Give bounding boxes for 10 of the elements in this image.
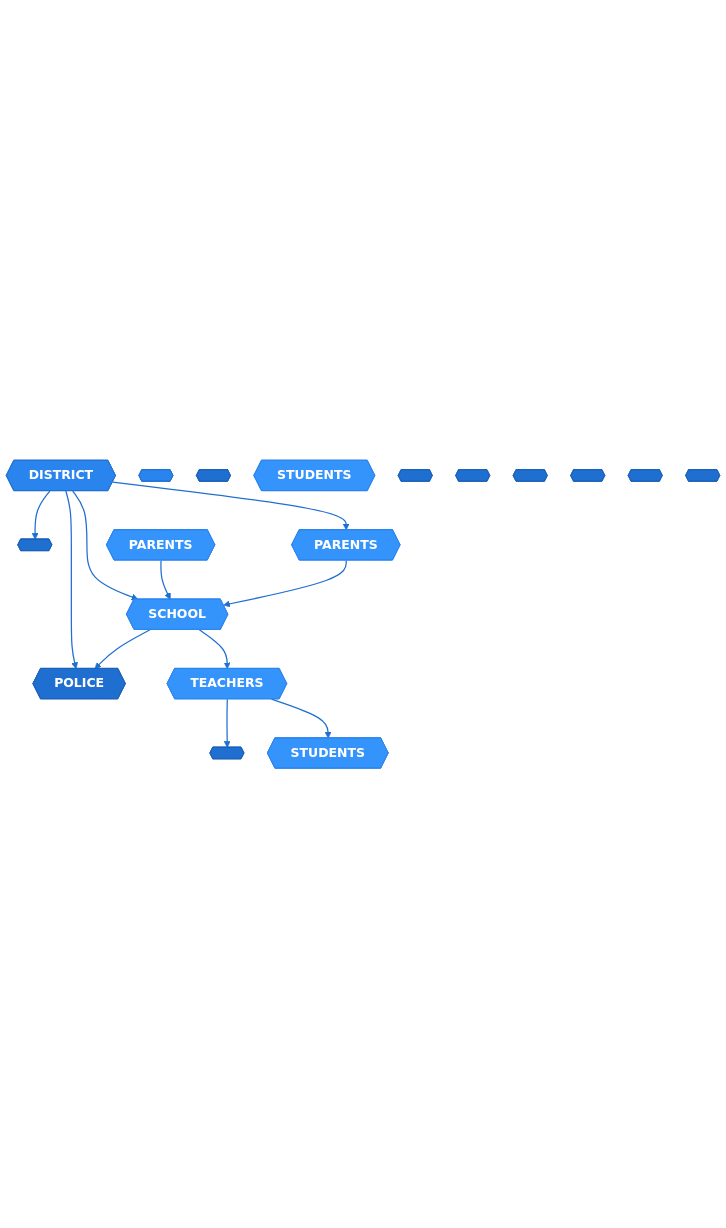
arrow xyxy=(94,628,151,669)
arrow xyxy=(223,698,231,748)
arrow xyxy=(198,628,231,669)
arrow xyxy=(223,559,347,607)
arrow xyxy=(160,559,171,600)
arrow xyxy=(65,490,78,669)
arrow xyxy=(72,490,139,601)
arrow xyxy=(31,490,51,540)
arrow xyxy=(270,698,332,739)
arrow xyxy=(112,481,350,531)
